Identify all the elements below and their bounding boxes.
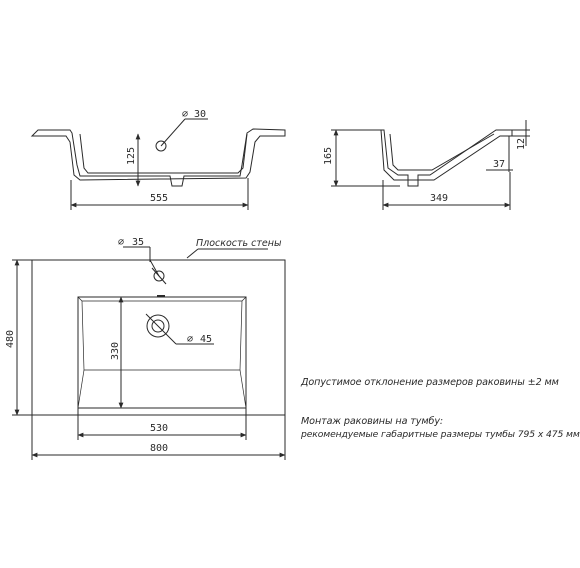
top-dim-drain: 45 [200,334,212,345]
side-outer-profile [380,129,513,187]
front-tap-hole [155,140,167,152]
top-dim-width: 800 [150,443,168,454]
side-section-view [331,120,530,210]
top-outer-outline [31,259,286,416]
technical-drawing: 555 125 ∅ 30 165 349 12 37 [5,109,530,460]
side-dim-edge: 37 [493,159,505,170]
front-hole-leader [160,118,186,147]
top-dim-bowl-depth: 330 [110,342,121,360]
top-dim-tap-hole-diameter-symbol: ∅ [118,237,124,248]
top-plan-view [12,246,286,460]
top-drain-inner [151,319,165,333]
top-tap-hole [153,270,165,282]
top-dim-depth: 480 [5,330,16,348]
front-dim-width: 555 [150,193,168,204]
top-dim-bowl-width: 530 [150,423,168,434]
mounting-note-line2: рекомендуемые габаритные размеры тумбы 7… [301,429,580,440]
top-dim-tap-hole: 35 [132,237,144,248]
wall-plane-leader [186,248,199,259]
top-dim-drain-diameter-symbol: ∅ [187,334,193,345]
front-dim-hole-diameter-symbol: ∅ [182,109,188,120]
front-inner-profile [79,133,248,174]
wall-plane-label: Плоскость стены [196,238,282,249]
side-inner-profile [389,133,495,171]
side-dim-rim: 12 [516,138,527,150]
front-section-view [30,118,286,210]
mounting-note-line1: Монтаж раковины на тумбу: [301,416,444,427]
top-bowl-outline [77,296,247,409]
front-dim-depth: 125 [126,147,137,165]
tolerance-note: Допустимое отклонение размеров раковины … [301,377,559,388]
side-dim-height: 165 [323,147,334,165]
front-dim-hole: 30 [194,109,206,120]
front-outer-profile [30,128,286,187]
top-drain-outer [146,314,170,338]
side-dim-depth: 349 [430,193,448,204]
top-bowl-inner [81,300,243,371]
